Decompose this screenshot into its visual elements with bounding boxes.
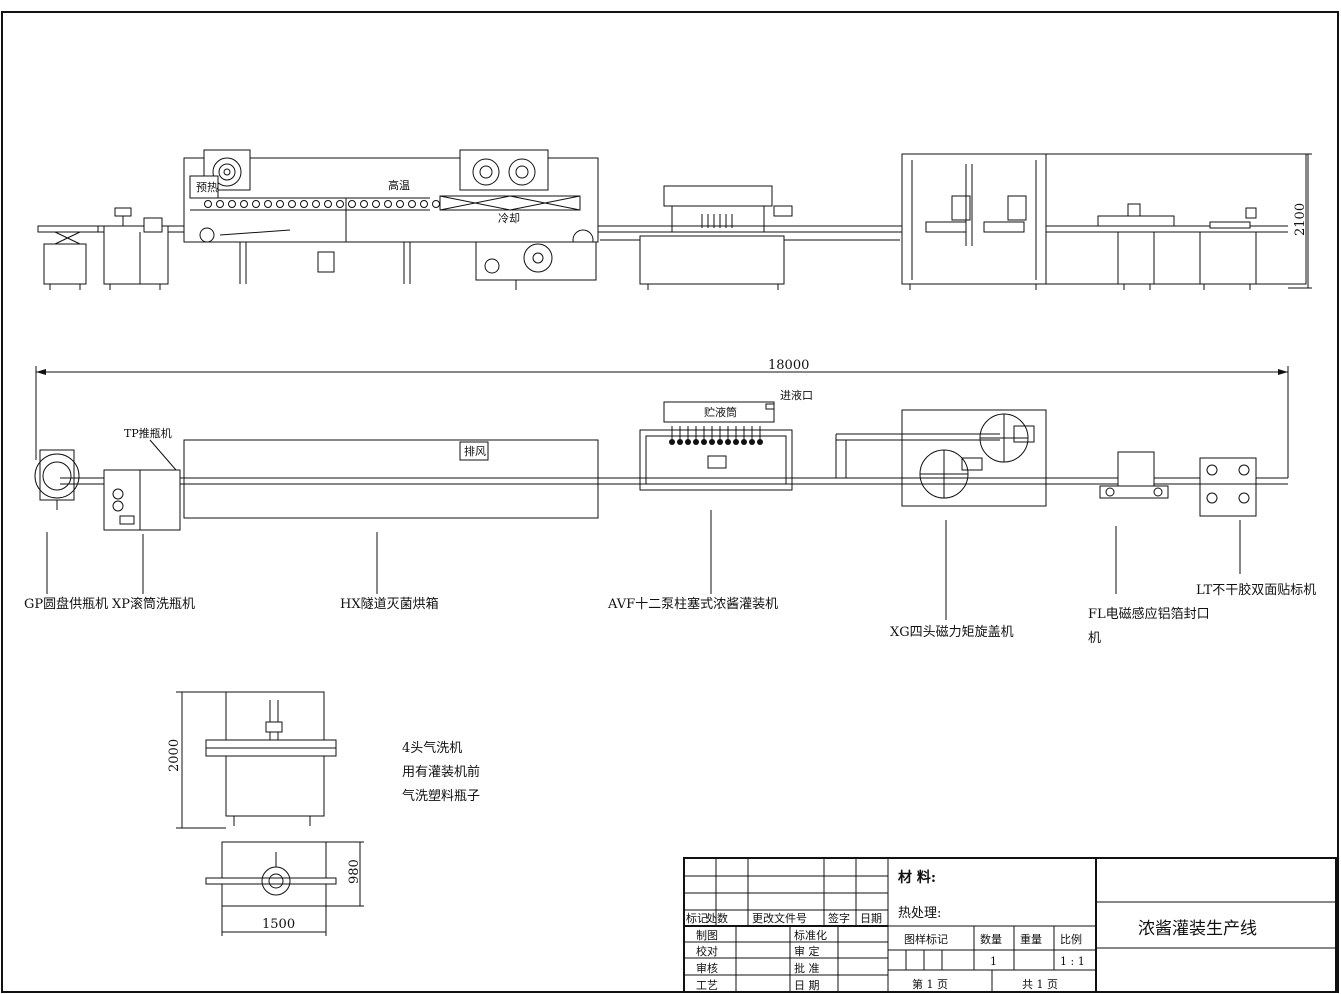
oven-rod (396, 200, 404, 208)
scale-value: 1 : 1 (1060, 955, 1085, 968)
role-check: 校对 (696, 944, 718, 958)
oven-rod (204, 200, 212, 208)
drawing-border (1, 11, 1339, 993)
air-washer-detail: 2000 980 1500 4头气洗机 用有灌装机前 气洗塑料瓶子 (167, 691, 480, 936)
exhaust-label: 排风 (464, 444, 486, 458)
sheet-total: 共 1 页 (1022, 978, 1058, 991)
drawing-title: 浓酱灌装生产线 (1138, 919, 1257, 939)
oven-rod (228, 200, 236, 208)
oven-rod (252, 200, 260, 208)
washer-note-2: 用有灌装机前 (402, 764, 480, 780)
filler-head (733, 439, 739, 445)
filler-head (677, 439, 683, 445)
height-dimension: 2100 (1293, 203, 1308, 236)
filler-head (749, 439, 755, 445)
sealer-plan (1099, 451, 1169, 499)
label-sealer-cont: 机 (1088, 631, 1101, 646)
oven-rod (288, 200, 296, 208)
washer-plan: TP推瓶机 (103, 426, 181, 531)
oven-rod (408, 200, 416, 208)
oven-rod (384, 200, 392, 208)
role-approve: 审 定 (794, 944, 820, 958)
rev-mark: 标记 (686, 911, 708, 925)
inlet-label: 进液口 (780, 388, 813, 402)
rev-count: 处数 (706, 912, 728, 925)
washer-height-dim: 2000 (167, 739, 182, 772)
tunnel-oven-side: 预热 高温 冷却 (183, 149, 599, 290)
filler-head (709, 439, 715, 445)
pusher-label: TP推瓶机 (124, 426, 172, 440)
label-washer: XP滚筒洗瓶机 (112, 596, 195, 612)
label-feeder: GP圆盘供瓶机 (24, 596, 108, 612)
washer-note-3: 气洗塑料瓶子 (402, 788, 480, 804)
oven-rod (324, 200, 332, 208)
scale-col: 比例 (1060, 932, 1082, 946)
oven-rod (300, 200, 308, 208)
role-review: 审核 (696, 961, 718, 975)
filler-head (693, 439, 699, 445)
material-label: 材 料: (898, 869, 936, 886)
qty-col: 数量 (980, 933, 1002, 946)
weight-col: 重量 (1020, 932, 1042, 946)
oven-rod (312, 200, 320, 208)
qty-value: 1 (990, 955, 997, 968)
filler-head (717, 439, 723, 445)
filler-plan: 贮液筒 进液口 (639, 388, 813, 491)
washer-note-1: 4头气洗机 (402, 740, 462, 756)
plan-view: 18000 TP推瓶机 排风 (24, 358, 1316, 646)
washer-depth-dim: 980 (347, 859, 362, 884)
oven-rod (264, 200, 272, 208)
tunnel-oven-plan: 排风 (183, 439, 599, 519)
feeder-side (37, 225, 99, 290)
rev-date: 日期 (860, 912, 882, 925)
oven-rod (216, 200, 224, 208)
oven-rod (240, 200, 248, 208)
capper-plan (835, 409, 1047, 507)
sealer-labeler-side (1045, 153, 1307, 290)
role-date: 日 期 (794, 979, 820, 992)
role-process: 工艺 (696, 979, 718, 992)
labeler-plan (1199, 457, 1257, 517)
length-dimension: 18000 (768, 358, 809, 373)
rev-sign: 签字 (828, 911, 850, 925)
oven-rod (420, 200, 428, 208)
filler-head (685, 439, 691, 445)
filler-head (701, 439, 707, 445)
mark-col: 图样标记 (904, 932, 948, 946)
heat-label: 热处理: (898, 906, 941, 921)
oven-rod (372, 200, 380, 208)
oven-rod (336, 200, 344, 208)
high-temp-label: 高温 (388, 178, 410, 192)
sheet-number: 第 1 页 (912, 977, 948, 991)
filler-head (741, 439, 747, 445)
rev-doc: 更改文件号 (752, 911, 807, 925)
label-labeler: LT不干胶双面贴标机 (1196, 582, 1316, 598)
role-draw: 制图 (696, 929, 718, 942)
title-block: 标记 处数 更改文件号 签字 日期 制图 校对 审核 工艺 标准化 审 定 批 … (683, 857, 1337, 993)
oven-rod (276, 200, 284, 208)
side-view: 预热 高温 冷却 (37, 149, 1312, 290)
filler-head (725, 439, 731, 445)
oven-rod (348, 200, 356, 208)
turntable-plan (34, 449, 80, 510)
label-filler: AVF十二泵柱塞式浓酱灌装机 (607, 596, 778, 612)
filler-head (669, 439, 675, 445)
capper-side (901, 153, 1047, 290)
role-std: 标准化 (794, 928, 827, 942)
washer-side (103, 207, 169, 290)
role-ratify: 批 准 (794, 961, 820, 975)
label-capper: XG四头磁力矩旋盖机 (890, 625, 1014, 640)
oven-rod (432, 200, 440, 208)
label-sealer: FL电磁感应铝箔封口 (1088, 606, 1210, 622)
filler-side (639, 185, 793, 290)
cooling-label: 冷却 (498, 212, 520, 225)
tank-label: 贮液筒 (704, 405, 737, 419)
preheat-label: 预热 (196, 181, 218, 194)
oven-rod (360, 200, 368, 208)
filler-head (757, 439, 763, 445)
washer-width-dim: 1500 (262, 917, 295, 932)
label-oven: HX隧道灭菌烘箱 (340, 596, 439, 612)
